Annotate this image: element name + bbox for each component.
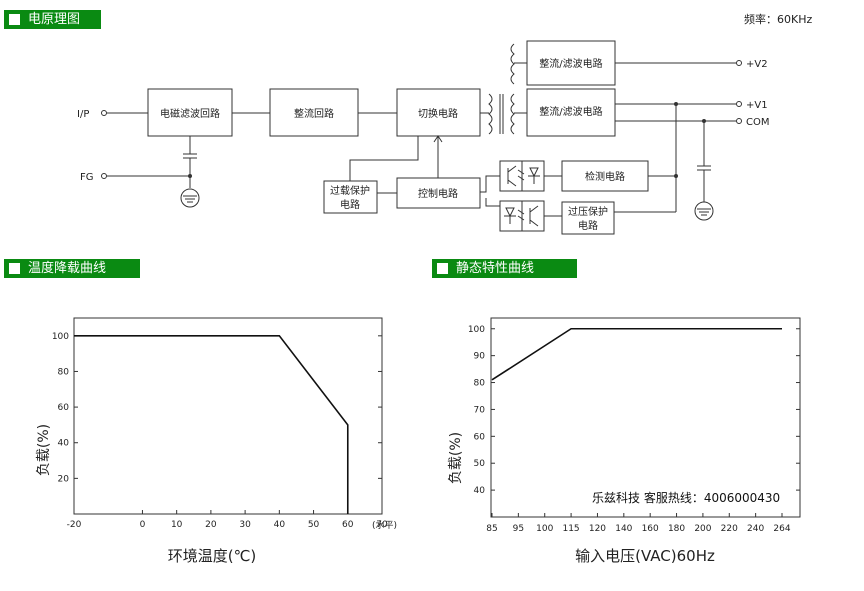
x-tick-label: 70: [376, 520, 388, 530]
y-tick-label: 100: [52, 332, 69, 342]
x-tick-label: 50: [308, 520, 320, 530]
x-tick-label: 95: [513, 524, 524, 534]
header-square-icon: [437, 263, 448, 274]
block-overvoltage-protect: 过压保护 电路: [561, 201, 615, 235]
svg-text:过压保护: 过压保护: [568, 205, 608, 218]
transformer-main: [488, 93, 527, 135]
y-axis-label: 负载(%): [448, 432, 464, 484]
terminal-ip-label: I/P: [77, 109, 89, 120]
y-tick-label: 70: [474, 405, 486, 415]
x-tick-label: 120: [589, 524, 606, 534]
y-tick-label: 90: [474, 352, 486, 362]
chart-plot-area: [490, 317, 801, 518]
block-rect-filter-v2: 整流/滤波电路: [526, 40, 616, 86]
section-header-derating: 温度降载曲线: [4, 259, 140, 278]
svg-text:整流/滤波电路: 整流/滤波电路: [539, 105, 602, 118]
section-header-static: 静态特性曲线: [432, 259, 577, 278]
schematic-diagram: I/P FG 电磁滤波回路 整流回路 切换电路 整流/滤波电路 整流/滤波电路 …: [77, 40, 769, 235]
block-rect-filter-v1: 整流/滤波电路: [526, 88, 616, 137]
terminal-fg: [101, 173, 107, 179]
x-tick-label: 85: [486, 524, 497, 534]
x-tick-label: 180: [668, 524, 685, 534]
y-tick-label: 80: [58, 367, 70, 377]
terminal-v1-label: +V1: [746, 100, 768, 111]
svg-text:控制电路: 控制电路: [418, 187, 458, 200]
block-emi-filter: 电磁滤波回路: [147, 88, 233, 137]
static-line: [491, 327, 782, 381]
section-title: 温度降载曲线: [28, 261, 107, 276]
y-tick-label: 50: [474, 459, 486, 469]
svg-text:整流回路: 整流回路: [294, 107, 334, 120]
terminal-com-label: COM: [746, 117, 769, 128]
y-tick-label: 60: [58, 403, 70, 413]
derating-line: [74, 335, 349, 514]
svg-text:整流/滤波电路: 整流/滤波电路: [539, 57, 602, 70]
svg-text:电路: 电路: [340, 198, 360, 211]
block-detect: 检测电路: [561, 160, 649, 192]
svg-text:切换电路: 切换电路: [418, 107, 458, 120]
x-tick-label: 115: [562, 524, 579, 534]
frequency-label: 频率：60KHz: [744, 13, 813, 26]
y-tick-label: 80: [474, 379, 486, 389]
x-tick-label: 160: [642, 524, 659, 534]
x-tick-label: 20: [205, 520, 217, 530]
y-tick-label: 100: [468, 325, 485, 335]
x-tick-label: 10: [171, 520, 183, 530]
x-tick-label: 60: [342, 520, 354, 530]
x-tick-label: 100: [536, 524, 553, 534]
x-tick-label: 264: [773, 524, 790, 534]
x-axis-unit: (水平): [372, 519, 397, 531]
x-axis-label: 输入电压(VAC)60Hz: [575, 547, 715, 565]
x-tick-label: 220: [721, 524, 738, 534]
section-title: 静态特性曲线: [456, 261, 535, 276]
x-tick-label: 40: [274, 520, 286, 530]
svg-text:电磁滤波回路: 电磁滤波回路: [160, 107, 220, 120]
transformer-secondary: [510, 43, 527, 85]
x-tick-label: 240: [747, 524, 764, 534]
x-tick-label: 0: [140, 520, 146, 530]
y-axis-label: 负载(%): [36, 424, 52, 476]
block-control: 控制电路: [396, 177, 481, 209]
optocoupler-bottom: [499, 200, 545, 232]
x-tick-label: -20: [67, 520, 82, 530]
y-tick-label: 40: [474, 486, 486, 496]
output-capacitor: [697, 121, 711, 202]
chart-plot-area: [73, 317, 383, 515]
header-square-icon: [9, 14, 20, 25]
terminal-ip: [101, 110, 107, 116]
optocoupler-top: [499, 160, 545, 192]
x-tick-label: 30: [239, 520, 251, 530]
terminal-v2-label: +V2: [746, 59, 768, 70]
svg-text:过载保护: 过载保护: [330, 184, 370, 197]
x-tick-label: 200: [694, 524, 711, 534]
y-tick-label: 60: [474, 432, 486, 442]
svg-text:电路: 电路: [578, 219, 598, 232]
x-tick-label: 140: [615, 524, 632, 534]
block-switch: 切换电路: [396, 88, 481, 137]
terminal-fg-label: FG: [80, 172, 94, 183]
x-axis-label: 环境温度(℃): [168, 547, 257, 565]
header-square-icon: [9, 263, 20, 274]
section-header-schematic: 电原理图: [4, 10, 101, 29]
ground-icon: [180, 188, 200, 208]
input-capacitor: [183, 136, 197, 188]
svg-text:检测电路: 检测电路: [585, 170, 625, 183]
y-tick-label: 20: [58, 474, 70, 484]
block-rectifier: 整流回路: [269, 88, 359, 137]
ground-icon: [694, 201, 714, 221]
block-overload-protect: 过载保护 电路: [323, 180, 378, 214]
brand-hotline: 乐兹科技 客服热线：4006000430: [592, 491, 781, 505]
y-tick-label: 40: [58, 439, 70, 449]
section-title: 电原理图: [28, 12, 81, 27]
